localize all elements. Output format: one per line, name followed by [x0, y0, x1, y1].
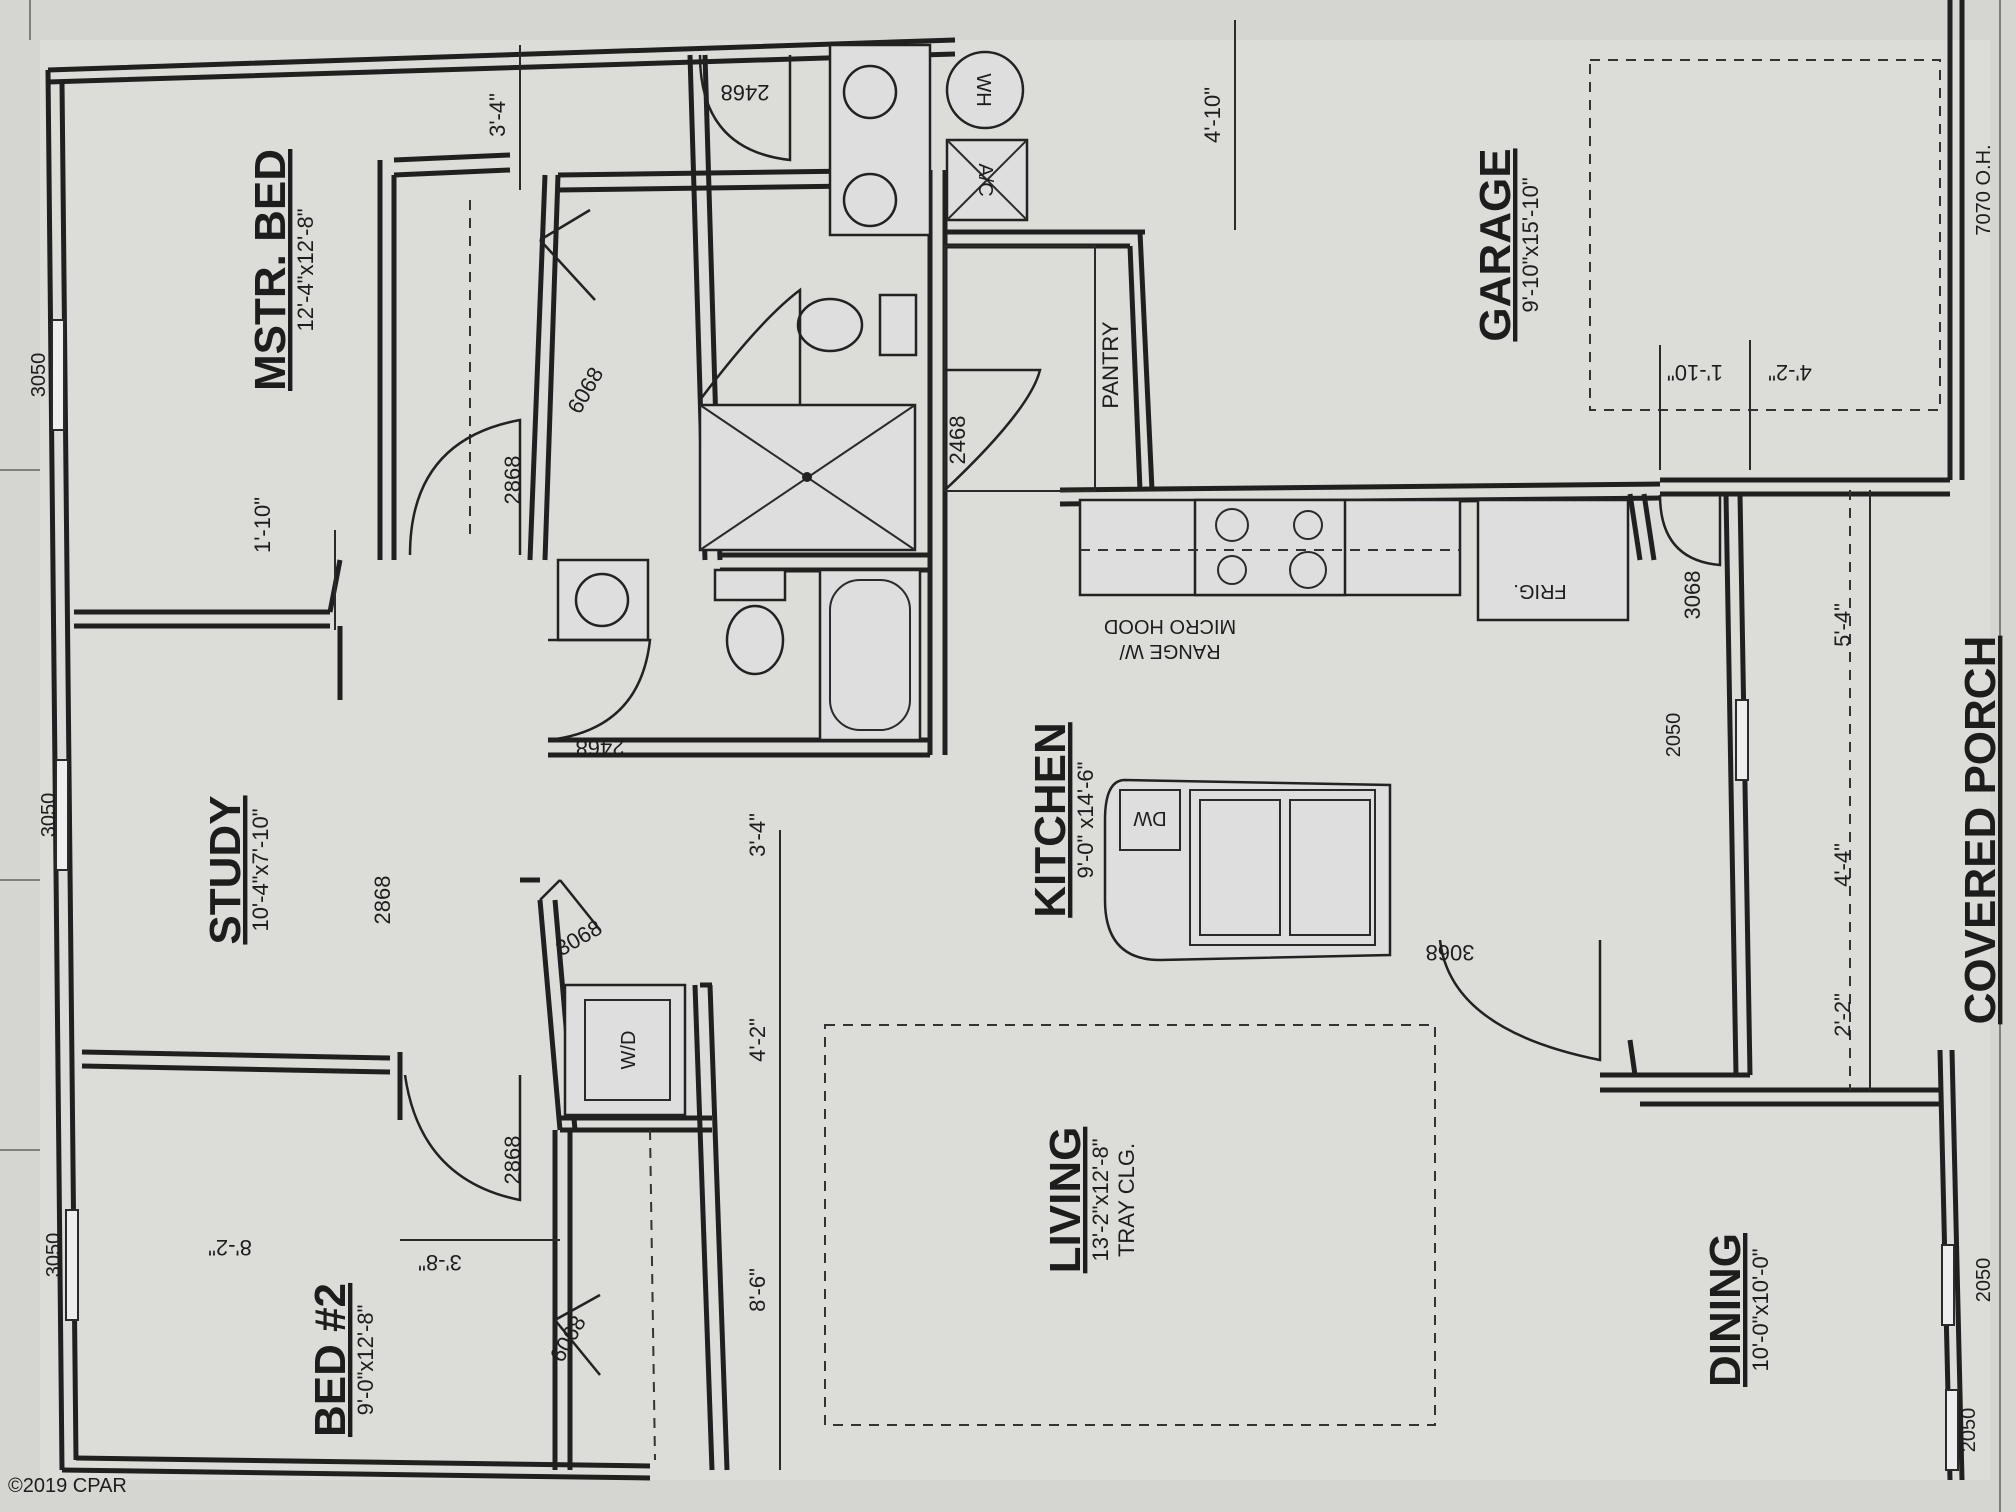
dim-8-2: 8'-2" — [208, 1235, 252, 1260]
tag-2050-kitchen: 2050 — [1663, 713, 1685, 758]
pantry-shelf — [944, 245, 1096, 492]
windows — [51, 319, 1959, 1471]
dimension-texts: 3'-4" 4'-10" 1'-10" 1'-10" 4'-2" 5'-4" 4… — [208, 87, 1855, 1312]
dining-dims: 10'-0"x10'-0" — [1748, 1248, 1773, 1371]
bed2-dims: 9'-0"x12'-8" — [353, 1305, 378, 1416]
pantry-name: PANTRY — [1098, 321, 1123, 409]
hall-bath-fixtures — [556, 558, 922, 742]
plan-area — [40, 40, 1990, 1480]
window-tags: 3050 3050 3050 2050 2050 2050 7070 O.H. — [28, 144, 1995, 1452]
wd-label: W/D — [618, 1031, 640, 1070]
dim-4-2-garage: 4'-2" — [1768, 360, 1812, 385]
study-name: STUDY — [201, 795, 250, 944]
garage-dims: 9'-10"x15'-10" — [1518, 177, 1543, 312]
master-bath-fixtures — [698, 43, 932, 552]
kitchen-fixtures: FRIG. RANGE W/ MICRO HOOD DW — [1078, 498, 1630, 962]
ac-label: A/C — [974, 163, 996, 196]
kitchen-island — [1103, 778, 1392, 962]
mstr-bed-dims: 12'-4"x12'-8" — [293, 208, 318, 331]
sink-basin — [842, 64, 898, 120]
door-3068-laundry — [539, 879, 601, 931]
dim-1-10-garage: 1'-10" — [1667, 360, 1723, 385]
toilet — [725, 604, 785, 676]
door-2468-top — [698, 54, 792, 162]
door-3068-entry — [1438, 939, 1602, 1062]
door-2868-bed2 — [403, 1074, 522, 1202]
tray-ceiling-outline — [824, 1024, 1436, 1426]
tag-3068-garage: 3068 — [1680, 571, 1705, 620]
tag-3050-bed2: 3050 — [43, 1233, 65, 1278]
dim-5-4: 5'-4" — [1830, 603, 1855, 647]
dim-3-8: 3'-8" — [418, 1250, 462, 1275]
closet-shelf-lines — [469, 200, 656, 1461]
room-labels: MSTR. BED 12'-4"x12'-8" STUDY 10'-4"x7'-… — [201, 148, 2005, 1437]
toilet-tank — [878, 293, 918, 357]
door-6068-mstr — [539, 208, 596, 301]
living-note: TRAY CLG. — [1114, 1143, 1139, 1257]
toilet — [796, 297, 864, 353]
door-2868-mstr — [408, 418, 522, 556]
door-swings — [403, 54, 1722, 1376]
sink-basin — [574, 572, 630, 628]
dim-3-4-top: 3'-4" — [485, 93, 510, 137]
wh-label: WH — [972, 73, 994, 106]
door-3068-garage — [1658, 494, 1722, 567]
study-dims: 10'-4"x7'-10" — [248, 808, 273, 931]
bathtub — [818, 568, 922, 742]
ac-unit: A/C — [945, 138, 1029, 222]
porch-name: COVERED PORCH — [1956, 636, 2005, 1025]
tag-2468-bath: 2468 — [576, 735, 625, 760]
dim-4-10: 4'-10" — [1200, 87, 1225, 143]
dim-2-2: 2'-2" — [1830, 993, 1855, 1037]
water-heater: WH — [945, 50, 1025, 130]
kitchen-name: KITCHEN — [1026, 722, 1075, 918]
dining-name: DINING — [1701, 1233, 1750, 1387]
tag-2050-dining1: 2050 — [1973, 1258, 1995, 1303]
tag-garage-door: 7070 O.H. — [1973, 144, 1995, 235]
sink-basin — [842, 172, 898, 228]
door-2468-pantry — [944, 368, 1042, 491]
door-2468-bath — [547, 638, 652, 742]
tag-2050-dining2: 2050 — [1958, 1408, 1980, 1453]
washer-dryer: W/D — [563, 983, 687, 1117]
dim-4-4: 4'-4" — [1830, 843, 1855, 887]
garage-name: GARAGE — [1471, 148, 1520, 341]
door-6068-bed2 — [554, 1293, 601, 1376]
door-tags: 2468 6068 2868 2468 2468 2868 3068 2868 … — [370, 80, 1705, 1366]
range-label: RANGE W/ — [1119, 640, 1221, 662]
tag-3050-mstr: 3050 — [28, 353, 50, 398]
dim-3-4-mid: 3'-4" — [745, 813, 770, 857]
frig-label: FRIG. — [1513, 580, 1566, 602]
refrigerator — [1476, 498, 1630, 622]
kitchen-dims: 9'-0" x14'-6" — [1073, 762, 1098, 879]
tag-2868-bed2: 2868 — [500, 1136, 525, 1185]
tag-3068-entry: 3068 — [1426, 940, 1475, 965]
tag-2468-top: 2468 — [721, 80, 770, 105]
dim-4-2-mid: 4'-2" — [745, 1018, 770, 1062]
tag-3050-study: 3050 — [38, 793, 60, 838]
dim-1-10-mstr: 1'-10" — [250, 497, 275, 553]
hood-label: MICRO HOOD — [1104, 615, 1236, 637]
dim-8-6: 8'-6" — [745, 1268, 770, 1312]
living-dims: 13'-2"x12'-8" — [1088, 1138, 1113, 1261]
tag-2468-pantry: 2468 — [945, 416, 970, 465]
living-name: LIVING — [1041, 1127, 1090, 1274]
toilet-tank — [713, 568, 787, 602]
tag-2868-study: 2868 — [370, 876, 395, 925]
dimension-lines — [334, 20, 1871, 1470]
watermark: ©2019 CPAR — [8, 1475, 127, 1497]
mstr-bed-name: MSTR. BED — [246, 149, 295, 391]
dw-label: DW — [1133, 807, 1166, 829]
tag-2868-mstr: 2868 — [500, 456, 525, 505]
kitchen-sink — [1189, 789, 1376, 946]
bed2-name: BED #2 — [306, 1283, 355, 1437]
